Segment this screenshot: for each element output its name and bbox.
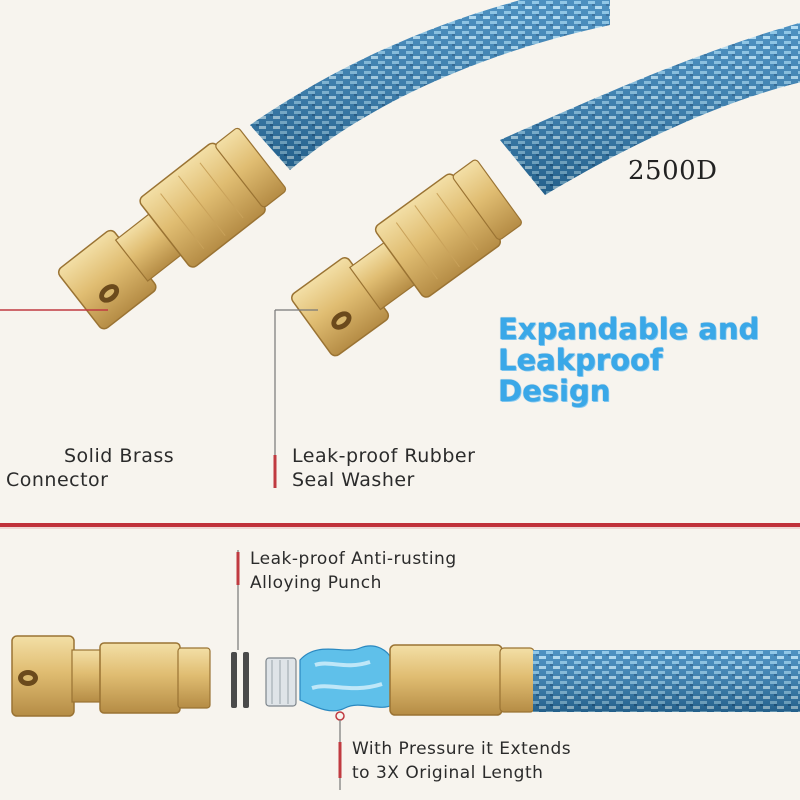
- spec-label: 2500D: [628, 156, 718, 186]
- callout-brass-line-2: Connector: [6, 469, 109, 491]
- callout-pressure-line-2: to 3X Original Length: [352, 763, 544, 783]
- callout-punch-line-2: Alloying Punch: [250, 573, 382, 593]
- callout-washer-line-1: Leak-proof Rubber: [292, 445, 476, 467]
- callout-washer-line-2: Seal Washer: [292, 469, 415, 491]
- upper-hose-left: [250, 0, 610, 170]
- callout-leader-washer: [273, 309, 318, 488]
- brass-connector-upper-right: [291, 159, 522, 357]
- headline-line-2: Leakproof: [498, 343, 663, 377]
- bottom-connector-assembly: [11, 635, 800, 717]
- callout-pressure-line-1: With Pressure it Extends: [352, 739, 572, 759]
- brass-connector-upper-left: [57, 127, 287, 330]
- upper-hose-right: [500, 22, 800, 195]
- section-divider: [0, 523, 800, 529]
- headline: Expandable and Leakproof Design: [498, 314, 798, 407]
- callout-brass-line-1: Solid Brass: [64, 445, 175, 467]
- headline-line-3: Design: [498, 374, 611, 408]
- callout-leader-pressure: [335, 711, 345, 790]
- callout-punch-line-1: Leak-proof Anti-rusting: [250, 549, 457, 569]
- headline-line-1: Expandable and: [498, 312, 760, 346]
